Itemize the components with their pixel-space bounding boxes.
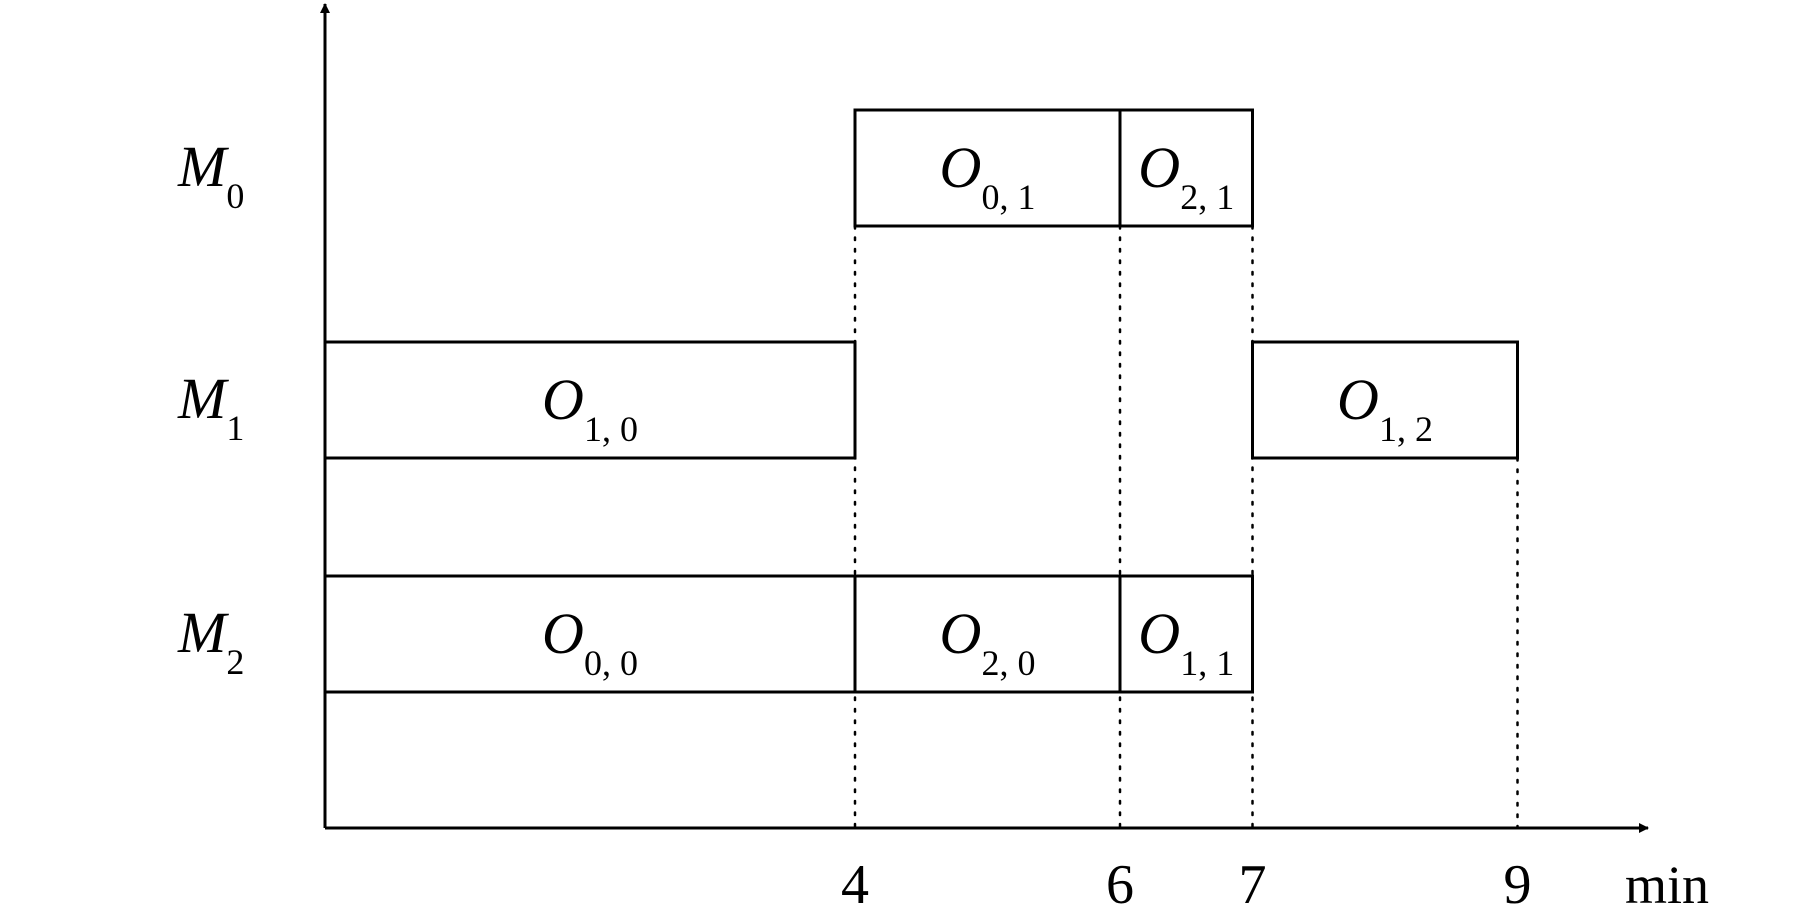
operation-bar: O2, 0 <box>853 574 1122 694</box>
operation-bar: O1, 1 <box>1118 574 1254 694</box>
operation-rect <box>323 340 857 460</box>
x-tick-labels: 4 6 7 9 <box>841 854 1532 916</box>
operation-rect <box>853 574 1122 694</box>
operation-label: O1, 1 <box>1138 601 1234 683</box>
operation-label: O1, 2 <box>1337 367 1433 449</box>
machine-label-m0: M0 <box>177 134 244 216</box>
machine-label-m2: M2 <box>177 600 244 682</box>
operation-rect <box>1251 340 1519 460</box>
guide-lines <box>853 224 1519 830</box>
operation-label: O2, 0 <box>940 601 1036 683</box>
axes <box>320 3 1649 833</box>
operation-rect <box>1118 108 1254 228</box>
operation-bar: O0, 0 <box>323 574 857 694</box>
operation-label: O1, 0 <box>542 367 638 449</box>
x-tick-label: 6 <box>1106 854 1134 916</box>
x-tick-label: 9 <box>1504 854 1532 916</box>
operation-bar: O0, 1 <box>853 108 1122 228</box>
operation-label: O2, 1 <box>1138 135 1234 217</box>
x-tick-label: 4 <box>841 854 869 916</box>
operation-bar: O2, 1 <box>1118 108 1254 228</box>
operation-bars: O0, 1 O2, 1 O1, 0 O1, 2 O0, 0 O2, 0 O1, 1 <box>323 108 1519 694</box>
operation-label: O0, 1 <box>940 135 1036 217</box>
x-tick-label: 7 <box>1239 854 1267 916</box>
operation-rect <box>1118 574 1254 694</box>
operation-bar: O1, 0 <box>323 340 857 460</box>
machine-label-m1: M1 <box>177 366 244 448</box>
operation-bar: O1, 2 <box>1251 340 1519 460</box>
x-unit-label: min <box>1625 855 1709 915</box>
operation-label: O0, 0 <box>542 601 638 683</box>
operation-rect <box>323 574 857 694</box>
operation-rect <box>853 108 1122 228</box>
